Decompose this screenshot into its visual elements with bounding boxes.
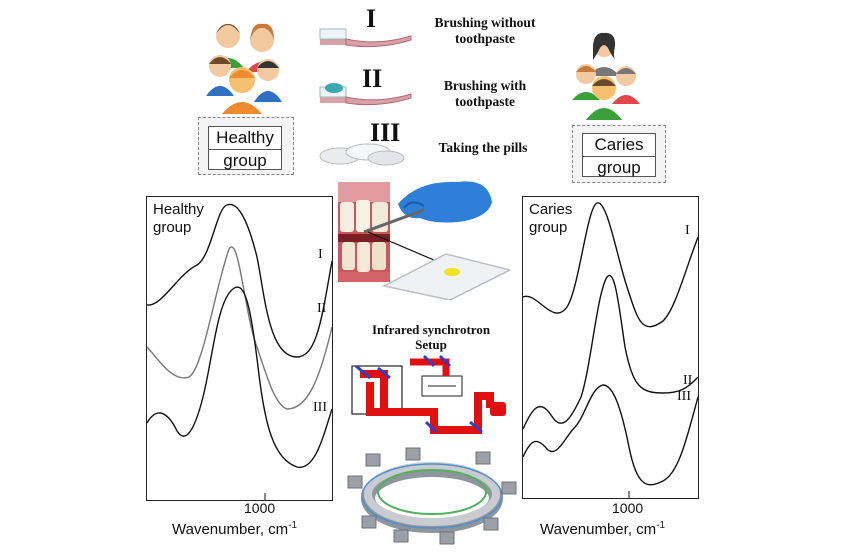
step-2-text-line1: Brushing with <box>443 78 527 93</box>
caries-spectra-plot <box>523 202 698 498</box>
healthy-group-label-line2: group <box>209 149 281 172</box>
healthy-panel-label: Healthy group <box>153 201 204 237</box>
step-1-text: Brushing without toothpaste <box>410 15 560 47</box>
healthy-panel-label-line2: group <box>153 219 192 236</box>
healthy-group-label: Healthy group <box>208 126 282 170</box>
setup-title-line2: Setup <box>415 337 447 352</box>
step-3-text: Taking the pills <box>438 140 528 155</box>
caries-x-axis-title-sup: -1 <box>656 520 666 531</box>
toothbrush-no-paste-icon <box>319 28 412 48</box>
healthy-curve-label-iii: III <box>313 400 327 415</box>
caries-panel-label-line1: Caries <box>529 201 573 218</box>
step-1-text-line2: toothpaste <box>455 31 515 46</box>
healthy-group-label-line1: Healthy <box>216 128 274 147</box>
healthy-x-axis-title: Wavenumber, cm-1 <box>172 520 297 538</box>
caries-panel-label: Caries group <box>529 201 572 237</box>
step-1-text-line1: Brushing without <box>434 15 536 30</box>
healthy-x-axis-title-sup: -1 <box>288 520 298 531</box>
healthy-spectrum-ii <box>147 246 332 410</box>
caries-curve-label-i: I <box>685 223 690 238</box>
healthy-curve-label-ii: II <box>317 301 327 316</box>
caries-group-label-line1: Caries <box>594 135 644 154</box>
ir-beamline-schematic <box>351 354 506 434</box>
healthy-panel-label-line1: Healthy <box>153 201 204 218</box>
setup-title: Infrared synchrotron Setup <box>356 322 506 352</box>
toothbrush-with-paste-icon <box>319 83 412 106</box>
caries-spectra-panel: Caries group I II III <box>522 196 699 499</box>
step-3-numeral: III <box>370 118 401 147</box>
setup-title-line1: Infrared synchrotron <box>371 322 491 337</box>
healthy-group-box: Healthy group <box>198 117 294 175</box>
caries-group-label: Caries group <box>582 133 656 177</box>
pills-icon <box>319 143 405 166</box>
caries-curve-label-ii: II <box>683 373 693 388</box>
step-1-numeral: I <box>366 4 377 33</box>
caries-spectrum-ii <box>523 274 698 430</box>
sample-collection-illustration <box>363 181 510 300</box>
caries-group-box: Caries group <box>572 125 666 183</box>
caries-people-illustration <box>572 32 640 120</box>
step-2-text-line2: toothpaste <box>455 94 515 109</box>
healthy-spectra-plot <box>147 203 332 500</box>
healthy-spectrum-i <box>147 203 332 358</box>
healthy-spectrum-iii <box>147 286 332 468</box>
healthy-curve-label-i: I <box>318 247 323 262</box>
caries-group-label-line2: group <box>583 156 655 179</box>
caries-spectrum-i <box>523 202 698 328</box>
caries-panel-label-line2: group <box>529 219 568 236</box>
caries-curve-label-iii: III <box>677 389 691 404</box>
healthy-people-illustration <box>206 23 282 114</box>
step-2-text: Brushing with toothpaste <box>410 78 560 110</box>
caries-x-axis-title: Wavenumber, cm-1 <box>540 520 665 538</box>
healthy-x-tick-label: 1000 <box>244 500 276 516</box>
caries-spectrum-iii <box>523 384 698 486</box>
caries-x-axis-title-text: Wavenumber, cm <box>540 521 657 538</box>
caries-x-tick-label: 1000 <box>612 500 644 516</box>
healthy-x-axis-title-text: Wavenumber, cm <box>172 521 289 538</box>
step-2-numeral: II <box>362 64 383 93</box>
healthy-spectra-panel: Healthy group I II III <box>146 196 333 501</box>
synchrotron-ring-illustration <box>347 447 517 545</box>
